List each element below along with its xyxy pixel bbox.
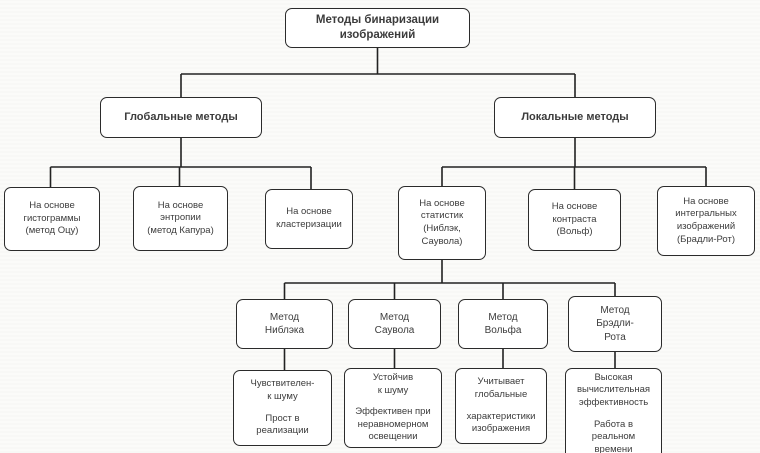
node-label: (метод Оцу) [25,225,79,237]
node-label: гистограммы [23,212,81,224]
node-label: На основе [157,199,204,211]
node-label: Метод [600,305,630,317]
node-sauvola-properties: Устойчив к шуму Эффективен при неравноме… [344,368,442,448]
node-label: к шуму [267,390,298,402]
node-label: реализации [256,425,309,437]
node-label: Устойчив [372,372,414,384]
node-label: реальном [591,431,636,443]
node-entropy-kapur: На основе энтропии (метод Капура) [133,186,228,251]
node-label: Чувствителен- [250,378,315,390]
node-global-methods: Глобальные методы [100,97,262,138]
node-label: характеристики [466,410,536,422]
node-label: к шуму [377,384,409,396]
node-clustering: На основе кластеризации [265,189,353,249]
node-niblack-properties: Чувствителен- к шуму Прост в реализации [233,370,332,446]
node-label: эффективность [578,396,649,408]
node-label: Эффективен при [355,406,431,418]
node-label: изображения [471,423,531,435]
node-niblack-method: Метод Ниблэка [236,299,333,349]
node-label: изображений [339,29,416,41]
node-label: Метод [379,311,410,323]
node-integral-bradley-roth: На основе интегральных изображений (Брад… [657,186,755,256]
node-label: неравномерном [357,418,429,430]
node-label: (Вольф) [556,226,593,238]
node-label: времени [594,443,633,453]
node-label: Ниблэка [264,325,305,336]
node-label: На основе [683,195,729,207]
node-label: На основе [286,206,332,218]
node-label: Локальные методы [521,111,629,124]
node-label: интегральных [675,208,737,220]
node-sauvola-method: Метод Саувола [348,299,441,349]
node-label: Метод [488,311,518,323]
node-local-methods: Локальные методы [494,97,656,138]
node-contrast-wolf: На основе контраста (Вольф) [528,189,621,251]
node-label: Глобальные методы [124,111,238,124]
node-label: кластеризации [276,219,342,230]
node-histogram-otsu: На основе гистограммы (метод Оцу) [4,187,100,251]
node-label: энтропии [160,212,201,224]
node-label: Вольфа [484,325,522,336]
node-label: Методы бинаризации [315,13,440,26]
node-binarization-methods: Методы бинаризации изображений [285,8,470,48]
node-label: вычислительная [576,384,651,396]
node-bradley-method: Метод Брэдли- Рота [568,296,662,352]
node-label: На основе [419,197,465,209]
node-wolf-properties: Учитывает глобальные характеристики изоб… [455,368,547,444]
node-label: Метод [269,311,300,323]
node-label: освещении [368,431,418,443]
node-label: На основе [29,200,75,212]
node-label: (Брадли-Рот) [676,233,736,245]
node-label: На основе [551,201,598,213]
node-label: Рота [604,331,626,343]
node-label: Учитывает [477,376,525,388]
node-label: изображений [676,221,736,232]
node-label: статистик [420,210,464,222]
node-label: (метод Капура) [147,224,214,236]
node-label: Саувола) [421,235,463,247]
node-label: Брэдли- [596,318,634,330]
node-label: глобальные [474,388,528,400]
node-label: Высокая [594,371,633,383]
node-label: Саувола [374,325,415,336]
node-label: Работа в [593,418,634,430]
node-bradley-properties: Высокая вычислительная эффективность Раб… [565,368,662,453]
node-statistics-niblack-sauvola: На основе статистик (Ниблэк, Саувола) [398,186,486,260]
node-label: Прост в [265,412,300,424]
node-label: (Ниблэк, [423,223,461,234]
node-wolf-method: Метод Вольфа [458,299,548,349]
node-label: контраста [552,213,597,225]
